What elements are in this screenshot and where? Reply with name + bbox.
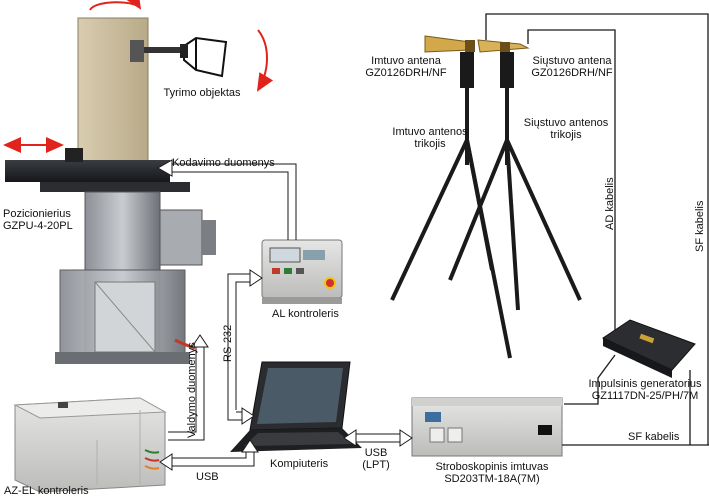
stroboscopic-receiver-label-line2: SD203TM-18A(7M) — [444, 473, 540, 485]
rs232-label: RS-232 — [222, 324, 234, 362]
impulse-generator — [601, 319, 696, 378]
control-data-line — [168, 345, 205, 441]
receiver-antenna-label-line2: GZ0126DRH/NF — [365, 67, 447, 79]
transmitter-tripod-label-line1: Siųstuvo antenos — [523, 117, 609, 129]
impulse-generator-label-line1: Impulsinis generatorius — [588, 378, 702, 390]
positioner-flange — [130, 40, 144, 62]
receiver-antenna — [424, 35, 471, 53]
positioner-label-line1: Pozicionierius — [3, 208, 71, 220]
positioner-label-line2: GZPU-4-20PL — [3, 220, 73, 232]
rs232-line — [235, 281, 252, 410]
research-object-label: Tyrimo objektas — [163, 87, 241, 99]
antennas-tripods — [390, 35, 582, 359]
ad-cable-line — [527, 29, 616, 330]
computer-label: Kompiuteris — [270, 458, 329, 470]
impulse-generator-label-line2: GZ1117DN-25/PH/7M — [591, 390, 699, 402]
al-controller-label: AL kontroleris — [272, 308, 339, 320]
elevation-rotation-arrow — [256, 29, 274, 92]
connectors — [156, 13, 709, 471]
sf-cable-vertical-label: SF kabelis — [694, 200, 706, 252]
receiver-antenna-label-line1: Imtuvo antena — [371, 55, 441, 67]
transmitter-antenna-label-line1: Siųstuvo antena — [532, 55, 612, 67]
coding-data-line — [170, 171, 289, 240]
rotation-arrows — [3, 0, 274, 153]
ad-cable-to-generator — [564, 354, 616, 405]
transmitter-antenna-label-line2: GZ0126DRH/NF — [531, 67, 613, 79]
coding-data-label: Kodavimo duomenys — [172, 157, 275, 169]
transmitter-tripod-label-line2: trikojis — [550, 129, 582, 141]
research-object-horn — [183, 36, 228, 78]
receiver-tripod-label-line2: trikojis — [414, 138, 446, 150]
ad-cable-label: AD kabelis — [604, 177, 616, 230]
al-controller — [261, 239, 343, 304]
stroboscopic-receiver — [411, 397, 563, 457]
control-data-label: Valdymo duomenys — [186, 342, 198, 438]
receiver-tripod-label-line1: Imtuvo antenos — [392, 126, 468, 138]
usb-lpt-label-line1: USB — [364, 447, 388, 459]
az-el-controller-label: AZ-EL kontroleris — [4, 485, 89, 497]
az-el-controller — [13, 397, 167, 493]
positioner — [5, 17, 228, 364]
positioner-slide — [5, 160, 170, 182]
transmitter-tripod — [448, 88, 582, 311]
azimuth-rotation-arrow — [89, 0, 142, 11]
usb-lpt-label-line2: (LPT) — [362, 459, 390, 471]
stroboscopic-receiver-label-line1: Stroboskopinis imtuvas — [435, 461, 549, 473]
usb-line — [170, 450, 247, 459]
laptop-computer — [230, 361, 362, 452]
sf-cable-horizontal-label: SF kabelis — [628, 431, 680, 443]
usb-label: USB — [196, 471, 219, 483]
